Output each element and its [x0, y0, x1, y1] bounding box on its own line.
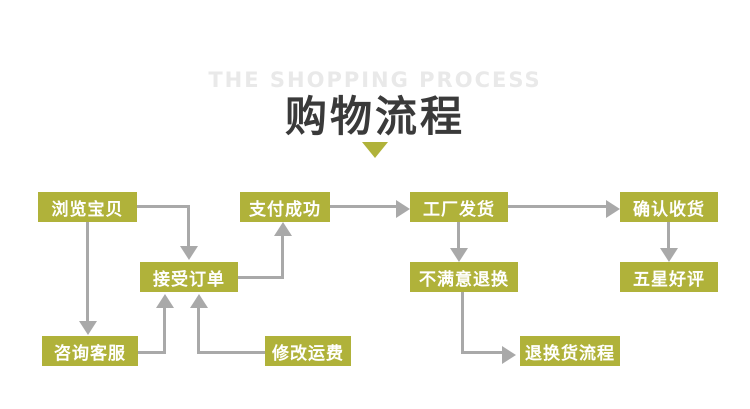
triangle-down-icon — [362, 142, 388, 158]
arrowhead-down-accept-order — [180, 246, 198, 260]
node-payment-success[interactable]: 支付成功 — [240, 192, 330, 222]
edge-browse-to-accept-v — [187, 205, 190, 247]
edge-return-to-process-h — [461, 351, 504, 354]
node-confirm-receipt[interactable]: 确认收货 — [620, 192, 718, 222]
arrowhead-up-accept-order-right — [190, 294, 208, 308]
edge-payment-to-factory-h — [330, 205, 398, 208]
edge-factory-to-confirm-h — [508, 205, 608, 208]
arrowhead-down-return-exchange — [450, 248, 468, 262]
edge-factory-to-return-v — [457, 222, 460, 249]
node-five-star-review[interactable]: 五星好评 — [620, 262, 718, 292]
edge-accept-to-payment-h — [238, 276, 284, 279]
node-browse-item[interactable]: 浏览宝贝 — [38, 192, 137, 222]
edge-shipping-to-accept-v — [197, 307, 200, 353]
node-return-exchange[interactable]: 不满意退换 — [410, 262, 518, 292]
node-factory-ship[interactable]: 工厂发货 — [410, 192, 508, 222]
arrowhead-down-five-star-review — [660, 248, 678, 262]
arrowhead-right-factory-ship — [396, 200, 410, 218]
edge-browse-to-accept-h — [137, 205, 190, 208]
arrowhead-up-accept-order-left — [156, 294, 174, 308]
edge-confirm-to-review-v — [667, 222, 670, 249]
page-title: 购物流程 — [284, 92, 465, 141]
edge-browse-to-service-v — [86, 222, 89, 322]
edge-service-to-accept-v — [163, 307, 166, 353]
node-modify-shipping[interactable]: 修改运费 — [265, 336, 351, 366]
arrowhead-up-payment-success — [274, 222, 292, 236]
english-subtitle: THE SHOPPING PROCESS — [208, 68, 542, 92]
node-contact-service[interactable]: 咨询客服 — [42, 336, 138, 366]
edge-return-to-process-v — [461, 292, 464, 353]
edge-shipping-to-accept-h — [197, 351, 267, 354]
node-accept-order[interactable]: 接受订单 — [140, 262, 238, 292]
arrowhead-right-return-process — [502, 346, 516, 364]
edge-accept-to-payment-v — [281, 236, 284, 278]
node-return-process[interactable]: 退换货流程 — [520, 336, 620, 366]
edge-service-to-accept-h — [138, 351, 166, 354]
arrowhead-down-contact-service — [79, 321, 97, 335]
arrowhead-right-confirm-receipt — [606, 200, 620, 218]
